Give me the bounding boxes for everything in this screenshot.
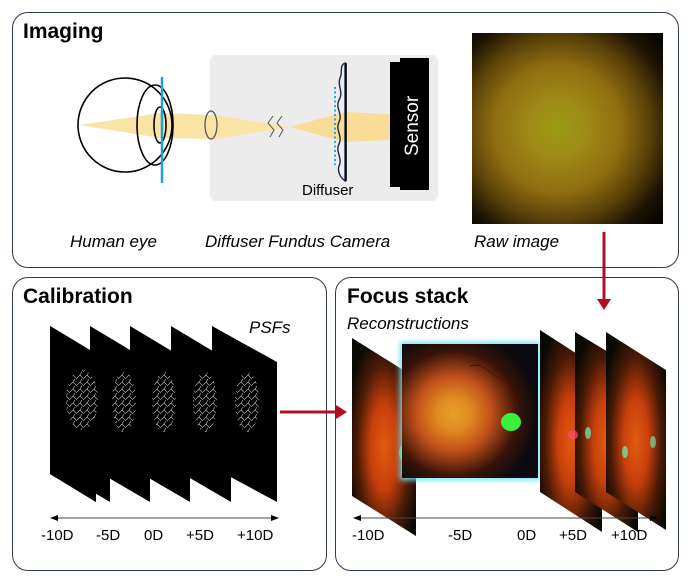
raw-to-focus-arrow (597, 232, 611, 310)
focus-axis-label: +5D (559, 527, 587, 544)
calibration-axis-label: 0D (144, 527, 164, 544)
calibration-axis-label: +5D (186, 527, 214, 544)
focus-axis-label: +10D (611, 527, 648, 544)
focus-stack-title: Focus stack (347, 285, 469, 308)
psfs-label: PSFs (249, 318, 291, 337)
psf-pattern (66, 370, 98, 430)
optic-disc (501, 413, 521, 431)
reconstruction-frame-plus10 (606, 332, 666, 530)
sensor-icon (390, 58, 429, 190)
calibration-axis-label: -5D (96, 527, 121, 544)
optical-path-diagram (77, 58, 429, 190)
blood-vessel (469, 364, 519, 411)
psf-pattern (152, 372, 176, 432)
light-beam (80, 113, 290, 139)
eye-icon (77, 77, 174, 173)
imaging-title: Imaging (23, 20, 104, 43)
calibration-axis-label: -10D (41, 527, 74, 544)
eye-label: Human eye (70, 232, 157, 251)
reconstruction-frame-minus5-highlighted (402, 344, 538, 478)
camera-label: Diffuser Fundus Camera (205, 232, 391, 251)
calibration-depth-axis (50, 515, 279, 521)
calibration-axis-label: +10D (237, 527, 274, 544)
lens-icon (204, 110, 218, 140)
focus-depth-axis (353, 515, 658, 521)
psf-pattern (235, 372, 259, 432)
focus-axis-label: -5D (448, 527, 473, 544)
raw-image (472, 33, 663, 224)
diffuser-label: Diffuser (302, 182, 354, 199)
psf-frames (50, 326, 279, 521)
focus-axis-label: -10D (352, 527, 385, 544)
focus-axis-label: 0D (517, 527, 537, 544)
psf-pattern (193, 372, 217, 432)
psf-pattern (112, 372, 136, 432)
calibration-to-focus-arrow (280, 405, 347, 419)
light-beam-2 (290, 112, 398, 142)
raw-image-label: Raw image (474, 232, 560, 251)
reconstructions-label: Reconstructions (347, 314, 469, 333)
break-mark-icon (267, 115, 284, 138)
reconstruction-stack (352, 330, 666, 536)
calibration-title: Calibration (23, 285, 133, 308)
diffuser-icon (334, 61, 347, 183)
